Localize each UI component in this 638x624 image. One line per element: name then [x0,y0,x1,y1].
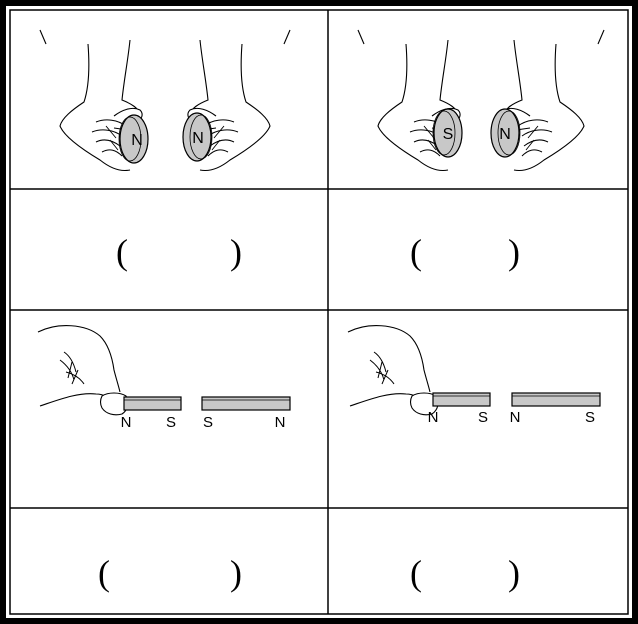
bar-pole-label: N [121,414,132,431]
bar-pole-label: S [478,409,488,426]
answer-close-paren: ) [508,232,520,272]
bar-magnets-figure-1: N S S N [38,326,290,431]
bar-pole-label: S [585,409,595,426]
answer-open-paren: ( [410,232,422,272]
bar-magnet-right [202,397,290,410]
disc-magnets-figure-1: N N [40,30,290,171]
bar-pole-label: N [428,409,439,426]
bar-pole-label: N [275,414,286,431]
answer-open-paren: ( [98,553,110,593]
outer-border [3,3,635,621]
magnet-pole-label: N [131,132,143,149]
bar-magnet-left [124,397,181,410]
bar-pole-label: N [510,409,521,426]
disc-magnets-figure-2: S N [358,30,604,171]
answer-close-paren: ) [230,232,242,272]
magnet-pole-label: S [443,126,454,143]
magnet-pole-label: N [499,126,511,143]
bar-magnet-right [512,393,600,406]
answer-open-paren: ( [410,553,422,593]
answer-open-paren: ( [116,232,128,272]
bar-pole-label: S [203,414,213,431]
bar-magnets-figure-2: N S N S [348,326,600,426]
magnet-pole-label: N [192,130,204,147]
answer-close-paren: ) [508,553,520,593]
answer-close-paren: ) [230,553,242,593]
bar-magnet-left [433,393,490,406]
inner-border [10,10,628,614]
bar-pole-label: S [166,414,176,431]
